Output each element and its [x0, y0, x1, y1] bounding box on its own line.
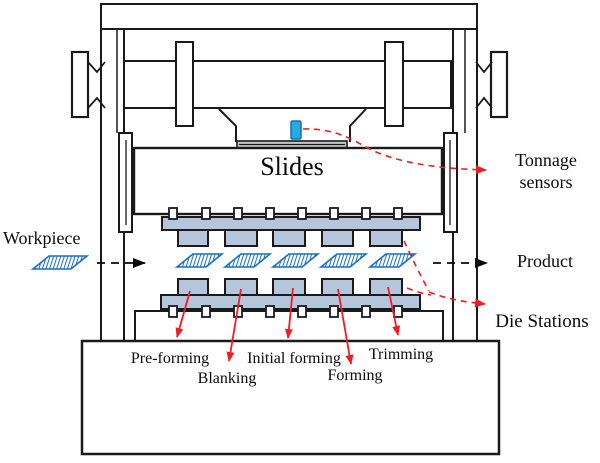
pre-forming-label: Pre-forming: [130, 350, 210, 367]
bolt: [168, 207, 178, 220]
workpieces: [30, 253, 418, 270]
die-set: [160, 216, 421, 310]
machine-base: [80, 339, 501, 456]
slides-label: Slides: [260, 152, 324, 181]
bolt: [393, 305, 403, 318]
die-stations-callout-lower: [406, 287, 432, 296]
forming-arrow: [337, 288, 354, 365]
lower-die: [272, 278, 306, 296]
upper-die-plate: [161, 216, 421, 231]
lower-die: [177, 278, 209, 296]
bolt: [393, 207, 403, 220]
workpiece-icon: [174, 253, 225, 268]
bolt: [201, 207, 211, 220]
bolt: [329, 305, 339, 318]
tonnage-sensors-label: Tonnage sensors: [515, 150, 577, 192]
workpiece-icon: [318, 253, 369, 268]
die-stations-label: Die Stations: [495, 311, 589, 332]
lower-die: [369, 278, 403, 296]
station-arrows: [175, 286, 401, 365]
workpiece-icon: [30, 255, 90, 270]
bolt: [265, 207, 275, 220]
left-post: [175, 41, 194, 127]
left-flywheel: [70, 50, 90, 119]
slide-block: [132, 146, 444, 216]
bolt: [201, 305, 211, 318]
product-label: Product: [517, 251, 573, 271]
bolt: [361, 207, 371, 220]
press-frame: [70, 3, 509, 456]
trimming-arrow: [387, 286, 401, 336]
bolt: [233, 207, 243, 220]
right-coupling-bottom: [475, 96, 493, 109]
lower-die: [321, 278, 354, 296]
pre-forming-arrow: [175, 290, 191, 338]
upper-die: [177, 229, 209, 247]
upper-die: [321, 229, 354, 247]
bolt: [297, 305, 307, 318]
right-flywheel: [489, 50, 509, 119]
forming-label: Forming: [327, 367, 383, 384]
left-coupling-top: [87, 61, 106, 74]
upper-die: [224, 229, 258, 247]
bolt: [265, 305, 275, 318]
workpiece-icon: [222, 253, 273, 268]
bolt: [329, 207, 339, 220]
die-stations-callout-arrow: [428, 291, 486, 308]
workpiece-icon: [367, 253, 418, 268]
right-post: [384, 41, 404, 127]
blanking-label: Blanking: [197, 370, 257, 387]
die-stations-callout-upper: [403, 240, 430, 292]
initial-forming-label: Initial forming: [247, 350, 341, 367]
trimming-label: Trimming: [368, 346, 434, 363]
funnel-left-wall: [218, 108, 237, 142]
upper-die: [272, 229, 306, 247]
bolt: [361, 305, 371, 318]
blanking-arrow: [226, 288, 242, 362]
bolt: [297, 207, 307, 220]
bolt: [168, 305, 178, 318]
left-coupling-bottom: [87, 96, 106, 109]
initial-forming-arrow: [284, 287, 294, 339]
right-coupling-top: [475, 61, 493, 74]
upper-die: [369, 229, 403, 247]
workpiece-icon: [270, 253, 321, 268]
crown-top-beam: [100, 3, 478, 30]
tonnage-sensor-icon: [290, 120, 302, 140]
funnel-right-wall: [349, 108, 367, 142]
workpiece-label: Workpiece: [3, 228, 81, 248]
tonnage-sensor-callout-arrow: [302, 128, 487, 175]
